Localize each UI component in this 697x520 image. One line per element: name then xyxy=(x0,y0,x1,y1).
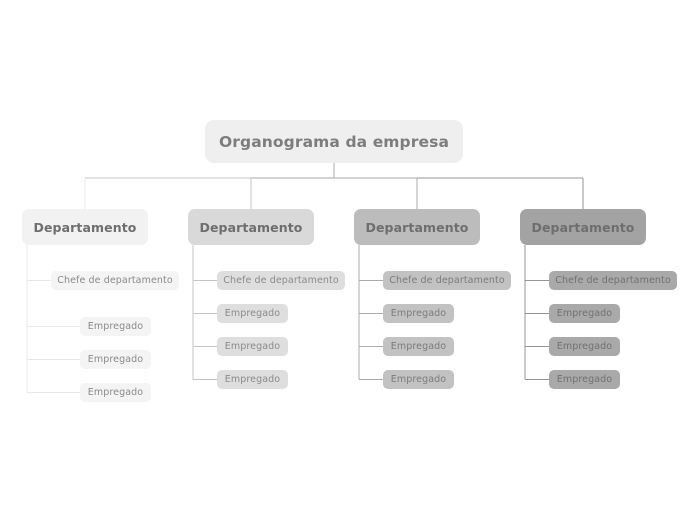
trunk-connectors xyxy=(84,163,584,209)
empregado-node-label: Empregado xyxy=(390,341,447,352)
root-node-label: Organograma da empresa xyxy=(218,132,449,151)
empregado-node-2-1[interactable]: Empregado xyxy=(217,304,288,323)
empregado-node-3-1[interactable]: Empregado xyxy=(383,304,454,323)
chefe-node-label: Chefe de departamento xyxy=(223,275,339,286)
empregado-node-4-2[interactable]: Empregado xyxy=(549,337,620,356)
department-connectors xyxy=(26,245,549,394)
empregado-node-label: Empregado xyxy=(390,374,447,385)
empregado-node-3-3[interactable]: Empregado xyxy=(383,370,454,389)
department-node-2[interactable]: Departamento xyxy=(188,209,314,245)
department-node-label: Departamento xyxy=(199,219,303,235)
empregado-node-label: Empregado xyxy=(87,354,144,365)
empregado-node-label: Empregado xyxy=(224,308,281,319)
chefe-node-label: Chefe de departamento xyxy=(57,275,173,286)
empregado-node-label: Empregado xyxy=(556,308,613,319)
department-node-label: Departamento xyxy=(33,219,137,235)
chefe-node-4-1[interactable]: Chefe de departamento xyxy=(549,271,677,290)
department-node-1[interactable]: Departamento xyxy=(22,209,148,245)
empregado-node-1-3[interactable]: Empregado xyxy=(80,383,151,402)
empregado-node-4-3[interactable]: Empregado xyxy=(549,370,620,389)
empregado-node-1-1[interactable]: Empregado xyxy=(80,317,151,336)
chefe-node-label: Chefe de departamento xyxy=(389,275,505,286)
chefe-node-2-1[interactable]: Chefe de departamento xyxy=(217,271,345,290)
department-node-3[interactable]: Departamento xyxy=(354,209,480,245)
empregado-node-2-2[interactable]: Empregado xyxy=(217,337,288,356)
empregado-node-1-2[interactable]: Empregado xyxy=(80,350,151,369)
empregado-node-label: Empregado xyxy=(390,308,447,319)
empregado-node-label: Empregado xyxy=(224,374,281,385)
department-node-label: Departamento xyxy=(365,219,469,235)
chefe-node-label: Chefe de departamento xyxy=(555,275,671,286)
empregado-node-label: Empregado xyxy=(87,321,144,332)
empregado-node-label: Empregado xyxy=(556,341,613,352)
department-node-label: Departamento xyxy=(531,219,635,235)
empregado-node-label: Empregado xyxy=(87,387,144,398)
empregado-node-label: Empregado xyxy=(224,341,281,352)
root-node-organograma[interactable]: Organograma da empresa xyxy=(205,120,463,163)
chefe-node-3-1[interactable]: Chefe de departamento xyxy=(383,271,511,290)
empregado-node-label: Empregado xyxy=(556,374,613,385)
department-node-4[interactable]: Departamento xyxy=(520,209,646,245)
empregado-node-3-2[interactable]: Empregado xyxy=(383,337,454,356)
empregado-node-2-3[interactable]: Empregado xyxy=(217,370,288,389)
empregado-node-4-1[interactable]: Empregado xyxy=(549,304,620,323)
chefe-node-1-1[interactable]: Chefe de departamento xyxy=(51,271,179,290)
